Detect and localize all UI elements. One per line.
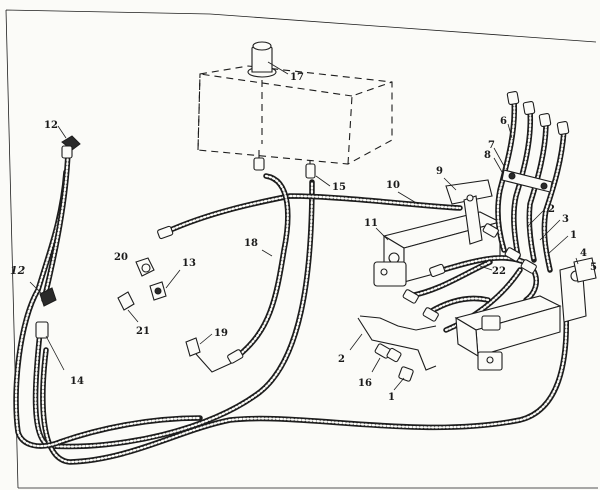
callout-13: 13: [182, 258, 196, 269]
callout-12-top: 12: [44, 120, 58, 131]
hose-12-left-long: [13, 169, 203, 449]
leader-11: [375, 227, 389, 241]
bracket-4-5: [559, 257, 597, 323]
hose-10-end-fitting: [157, 225, 174, 240]
pipe-lower-left: [359, 315, 437, 331]
callout-21: 21: [136, 326, 150, 337]
clamp-8: [501, 169, 553, 193]
leader-2-upper: [527, 209, 545, 227]
hose-end-fittings-top: [506, 90, 570, 136]
fitting-1-lower: [398, 366, 414, 382]
fitting-12-top: [57, 125, 81, 159]
callout-6: 6: [500, 116, 507, 127]
leader-8: [493, 157, 503, 173]
tank-outlet-fitting-15: [305, 160, 316, 179]
fitting-14: [35, 321, 65, 371]
bracket-line-2: [357, 317, 437, 371]
leader-13: [165, 269, 181, 289]
fitting-12-mid: [29, 281, 57, 307]
leader-17: [267, 61, 289, 75]
fitting-16: [374, 343, 402, 363]
hose-10-upper: [163, 193, 463, 235]
leader-3: [539, 219, 561, 241]
hose-12-vertical: [41, 149, 71, 303]
leader-2-lower: [349, 333, 363, 351]
callout-22: 22: [492, 266, 506, 277]
callout-17: 17: [290, 72, 304, 83]
leader-21: [127, 309, 139, 323]
callout-2-lower: 2: [338, 354, 345, 365]
callout-4: 4: [580, 248, 587, 259]
fitting-13: [149, 281, 167, 301]
leader-19: [199, 333, 213, 345]
callout-10: 10: [386, 180, 400, 191]
callout-12-mid: 12: [10, 264, 26, 277]
leader-1-upper: [547, 235, 569, 255]
bracket-19: [195, 353, 235, 373]
callout-1-upper: 1: [570, 230, 577, 241]
fitting-21: [117, 291, 135, 311]
elbow-20: [135, 257, 155, 277]
leader-9: [443, 177, 457, 191]
leader-16: [371, 357, 381, 373]
hose-18-end-fitting: [227, 349, 244, 364]
callout-1-lower: 1: [388, 392, 395, 403]
callout-11: 11: [364, 218, 378, 229]
callout-14: 14: [70, 376, 84, 387]
leader-10: [397, 191, 419, 205]
callout-8: 8: [484, 150, 491, 161]
hose-return-lower: [40, 307, 570, 465]
leader-7: [493, 147, 505, 167]
callout-19: 19: [214, 328, 228, 339]
callout-20: 20: [114, 252, 128, 263]
leader-6: [507, 123, 513, 139]
tank-outlet-fitting-left: [253, 150, 265, 171]
leader-22: [479, 265, 493, 271]
lower-valve-bracket: [454, 295, 562, 371]
callout-5: 5: [590, 262, 597, 273]
hose-14-suction: [32, 179, 315, 450]
callout-18: 18: [244, 238, 258, 249]
leader-15: [315, 175, 331, 187]
callout-7: 7: [488, 140, 495, 151]
filler-cap: [247, 41, 277, 78]
bracket-9: [445, 179, 493, 245]
leader-1-lower: [393, 377, 405, 391]
oil-tank: [197, 65, 393, 165]
hose-group-6-7-8: [495, 97, 567, 273]
leader-4: [575, 257, 579, 265]
callout-15: 15: [332, 182, 346, 193]
hose-18: [235, 173, 291, 359]
callout-16: 16: [358, 378, 372, 389]
right-fittings: [402, 223, 537, 322]
fitting-19: [185, 337, 201, 357]
callout-2-upper: 2: [548, 204, 555, 215]
callout-3: 3: [562, 214, 569, 225]
callout-9: 9: [436, 166, 443, 177]
leader-18: [261, 249, 273, 257]
